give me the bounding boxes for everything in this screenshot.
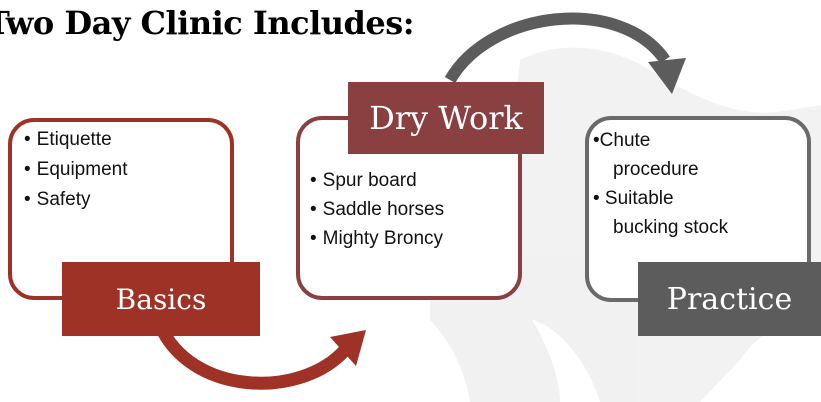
list-item: Spur board xyxy=(310,166,444,195)
practice-line: •Chute xyxy=(593,130,651,151)
practice-line: • Suitable xyxy=(593,188,674,209)
practice-line: bucking stock xyxy=(613,217,729,238)
arrowhead-gray xyxy=(648,58,686,94)
practice-line: procedure xyxy=(613,159,699,180)
arrow-dry-work-to-practice xyxy=(444,12,670,84)
basics-items: Etiquette Equipment Safety xyxy=(24,125,128,215)
list-item: Mighty Broncy xyxy=(310,224,444,253)
dry-work-items: Spur board Saddle horses Mighty Broncy xyxy=(310,166,444,253)
arrow-basics-to-dry-work xyxy=(154,322,350,390)
page-title: Two Day Clinic Includes: xyxy=(0,4,415,42)
practice-label: Practice xyxy=(638,262,821,336)
arrowhead-red xyxy=(330,330,366,366)
basics-label: Basics xyxy=(62,262,260,336)
list-item: Equipment xyxy=(24,155,128,185)
list-item: Saddle horses xyxy=(310,195,444,224)
list-item: Etiquette xyxy=(24,125,128,155)
list-item: Safety xyxy=(24,185,128,215)
dry-work-label: Dry Work xyxy=(348,82,544,154)
practice-items: •Chute procedure • Suitable bucking stoc… xyxy=(593,126,728,242)
